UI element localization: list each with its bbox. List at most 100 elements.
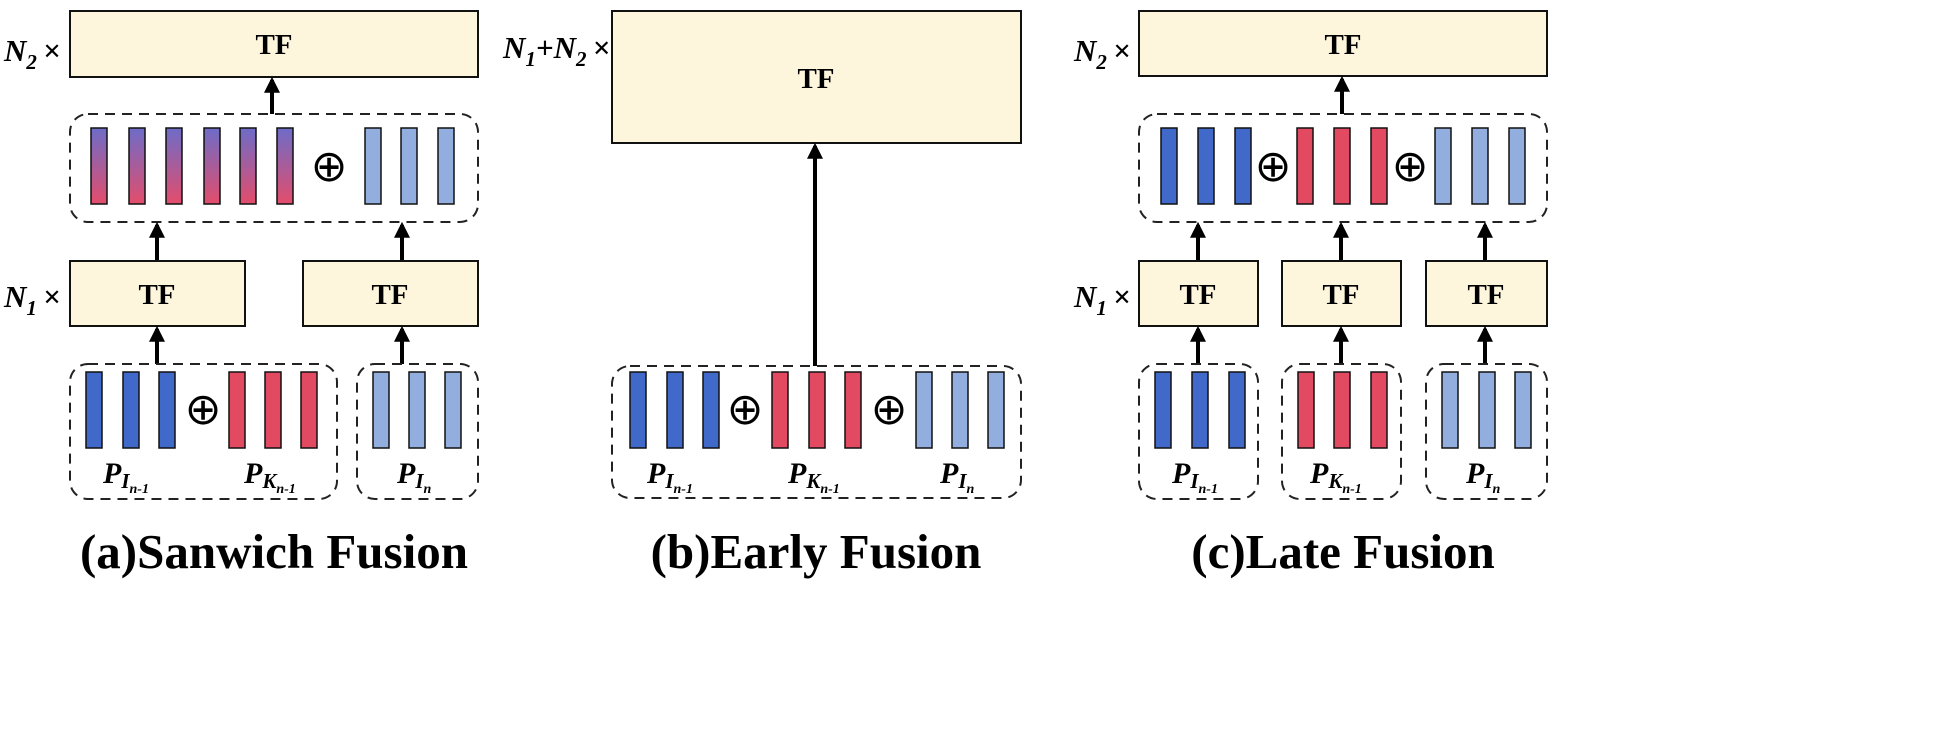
token-red [1333,371,1351,449]
group-input-right-a [356,363,479,500]
oplus-symbol: ⊕ [185,385,222,434]
label-p-k-n-minus-1: PKn-1 [787,457,840,497]
tf-block-c-2 [1281,260,1402,327]
label-p-i-n-minus-1: PIn-1 [102,457,149,497]
oplus-symbol: ⊕ [1392,142,1429,191]
token-red [228,371,246,449]
token-red [1297,371,1315,449]
token-gradient [276,127,294,205]
token-light-blue [1441,371,1459,449]
token-light-blue [1434,127,1452,205]
token-red [1296,127,1314,205]
token-red [808,371,826,449]
n1-times-label-a: N1× [3,279,61,320]
red-token-set-b [771,371,862,449]
label-p-k-n-minus-1: PKn-1 [243,457,296,497]
label-p-i-n-minus-1: PIn-1 [1171,457,1218,497]
panel-sandwich-fusion: N2× TF ⊕ N1× TF TF [3,10,479,579]
tf-label-top-a: TF [255,29,292,61]
n2-times-label-c: N2× [1073,33,1131,74]
light-blue-token-set-a-bottom [372,371,462,449]
gradient-token-set-a [90,127,294,205]
token-light-blue [372,371,390,449]
token-light-blue [364,127,382,205]
token-red [300,371,318,449]
token-light-blue [1478,371,1496,449]
token-red [1370,371,1388,449]
oplus-symbol: ⊕ [311,142,348,191]
dark-blue-token-set-a [85,371,176,449]
token-dark-blue [1234,127,1252,205]
tf-label-left-a: TF [138,279,175,311]
group-input-early [611,365,1022,499]
tf-block-right-a [302,260,479,327]
token-red [1333,127,1351,205]
label-p-i-n-minus-1: PIn-1 [646,457,693,497]
tf-label-top-c: TF [1324,29,1361,61]
light-blue-token-set-c-bottom [1441,371,1532,449]
dark-blue-token-set-c-top [1160,127,1252,205]
tf-block-c-3 [1425,260,1548,327]
tf-block-top-a [69,10,479,78]
token-dark-blue [85,371,103,449]
panel-early-fusion: N1+N2× TF ⊕ ⊕ PIn-1 PKn-1 PIn (b)Early F… [502,10,1022,579]
token-dark-blue [1197,127,1215,205]
token-gradient [203,127,221,205]
tf-block-early [611,10,1022,144]
red-token-set-a [228,371,318,449]
label-p-k-n-minus-1: PKn-1 [1309,457,1362,497]
group-input-left-a [69,363,338,500]
token-gradient [165,127,183,205]
token-dark-blue [122,371,140,449]
token-dark-blue [666,371,684,449]
n1-times-label-c: N1× [1073,279,1131,320]
tf-label-c-3: TF [1467,279,1504,311]
light-blue-token-set-b [915,371,1005,449]
token-red [844,371,862,449]
label-p-i-n: PIn [396,457,432,497]
token-gradient [128,127,146,205]
token-light-blue [408,371,426,449]
token-red [264,371,282,449]
light-blue-token-set-a-top [364,127,455,205]
light-blue-token-set-c-top [1434,127,1526,205]
token-dark-blue [1160,127,1178,205]
group-input-c-3 [1425,363,1548,500]
caption-sandwich-fusion: (a)Sanwich Fusion [80,524,468,579]
token-gradient [239,127,257,205]
group-input-c-2 [1281,363,1402,500]
red-token-set-c-bottom [1297,371,1388,449]
n1-plus-n2-times-label: N1+N2× [502,30,610,71]
token-light-blue [951,371,969,449]
tf-block-left-a [69,260,246,327]
token-red [771,371,789,449]
tf-label-c-1: TF [1179,279,1216,311]
label-p-i-n: PIn [939,457,975,497]
tf-label-c-2: TF [1322,279,1359,311]
token-light-blue [915,371,933,449]
panel-late-fusion: N2× TF ⊕ ⊕ N1× TF TF TF [1073,10,1548,579]
group-fused-tokens-a [69,113,479,223]
dark-blue-token-set-c-bottom [1154,371,1246,449]
token-dark-blue [158,371,176,449]
token-light-blue [400,127,418,205]
tf-block-c-1 [1138,260,1259,327]
caption-early-fusion: (b)Early Fusion [651,524,982,579]
red-token-set-c-top [1296,127,1388,205]
oplus-symbol: ⊕ [871,385,908,434]
token-light-blue [1471,127,1489,205]
tf-label-right-a: TF [371,279,408,311]
tf-label-early: TF [797,63,834,95]
oplus-symbol: ⊕ [727,385,764,434]
token-light-blue [444,371,462,449]
token-dark-blue [1154,371,1172,449]
token-dark-blue [1228,371,1246,449]
token-light-blue [987,371,1005,449]
dark-blue-token-set-b [629,371,720,449]
token-dark-blue [629,371,647,449]
token-red [1370,127,1388,205]
token-light-blue [1508,127,1526,205]
n2-times-label-a: N2× [3,33,61,74]
